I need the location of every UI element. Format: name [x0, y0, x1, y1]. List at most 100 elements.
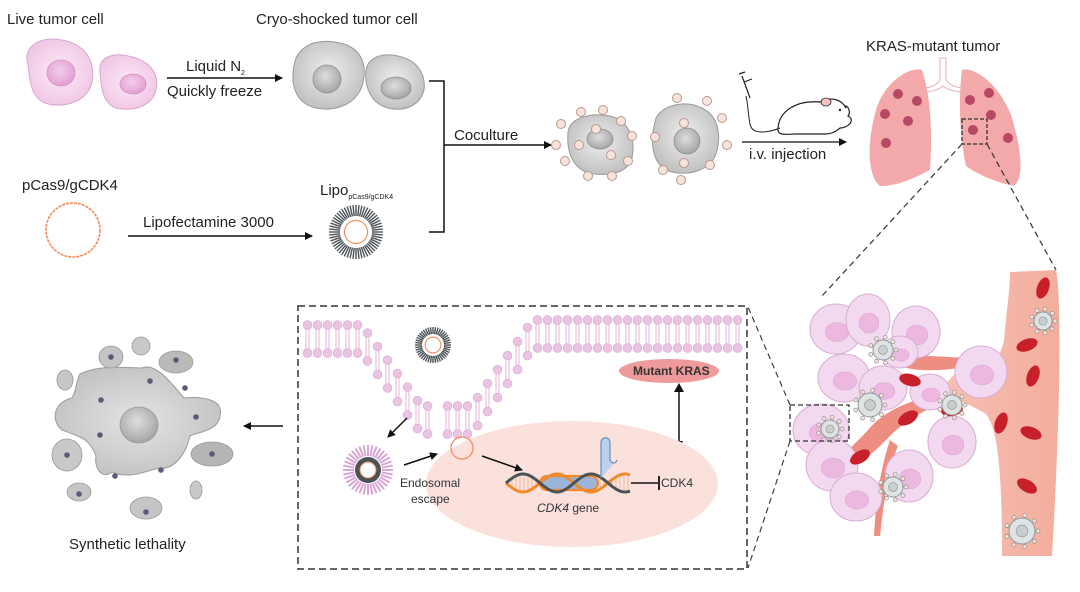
lipid-head: [412, 395, 423, 406]
attached-lipoplex: [860, 415, 865, 421]
attached-lipoplex: [1031, 538, 1037, 544]
lipid-head: [692, 315, 703, 325]
label-quickly-freeze: Quickly freeze: [167, 83, 263, 100]
lipid-tail: [415, 341, 423, 345]
lipid-tail: [418, 332, 426, 339]
lipid-head: [562, 343, 573, 353]
lipid-tail: [422, 353, 428, 361]
lipid-head: [482, 378, 493, 389]
attached-lipoplex: [962, 402, 968, 408]
zoom-line-left: [821, 143, 963, 297]
lipoplex-core: [423, 335, 443, 355]
apoptotic-body: [129, 496, 163, 520]
lipoplex: [329, 205, 383, 259]
label-kras-tumor: KRAS-mutant tumor: [866, 38, 1001, 55]
attached-lipoplex: [943, 391, 948, 397]
lipid-tail: [334, 214, 344, 223]
lipid-tail: [365, 210, 374, 220]
lipid-tail: [341, 245, 349, 256]
lipid-tail: [439, 352, 446, 360]
attached-lipoplex: [893, 347, 899, 353]
lipid-tail: [435, 355, 439, 363]
released-plasmid: [450, 436, 474, 460]
lipid-head: [542, 315, 553, 325]
endosome-lipid: [348, 478, 358, 487]
endosome-lipid: [354, 481, 362, 493]
lipid-head: [352, 348, 363, 358]
attached-lipoplex: [890, 339, 896, 344]
apoptotic-cell: [54, 366, 221, 476]
tumor-cell-nucleus: [921, 387, 941, 403]
lipid-tail: [370, 219, 381, 226]
lipid-head: [652, 343, 663, 353]
circulating-cryo-cells: [816, 306, 1058, 550]
attached-lipoplex: [676, 175, 686, 185]
tumor-nodule: [965, 95, 975, 105]
lipid-tail: [358, 247, 363, 259]
lipid-head: [632, 315, 643, 325]
label-endosomal: Endosomal: [400, 476, 461, 490]
lipid-head: [672, 343, 683, 353]
lipoplex-plasmid: [343, 219, 369, 245]
lipid-tail: [443, 341, 451, 345]
attached-lipoplex: [679, 158, 689, 168]
endosome-lipid: [380, 460, 392, 467]
tumor-nodules: [880, 88, 1013, 148]
label-liquid-n2: Liquid N2: [186, 58, 245, 77]
lipid-head: [632, 343, 643, 353]
label-lipo: LipopCas9/gCDK4: [320, 182, 393, 201]
lipid-head: [522, 350, 533, 361]
lipid-tail: [370, 238, 381, 245]
endosome-lipid: [351, 450, 360, 460]
lipid-tail: [369, 239, 380, 247]
lipid-tail: [443, 345, 451, 349]
attached-lipoplex: [598, 105, 608, 115]
endosome-lipid: [374, 447, 382, 459]
endosome-lipid: [358, 482, 365, 494]
attached-lipoplex: [816, 430, 822, 436]
attached-lipoplex: [1029, 314, 1035, 320]
attached-lipoplex: [943, 413, 948, 419]
fragment-dot: [97, 432, 103, 438]
endosome-plasmid: [359, 461, 377, 479]
lipid-head: [512, 364, 523, 375]
attached-lipoplex: [882, 402, 888, 408]
apoptotic-bodies: [51, 336, 234, 520]
lipid-head: [672, 315, 683, 325]
lipid-tail: [332, 217, 343, 225]
lipid-head: [712, 315, 723, 325]
attached-lipoplex: [1004, 523, 1010, 528]
lipid-head: [602, 315, 613, 325]
attached-lipoplex: [722, 140, 732, 150]
attached-lipoplex: [1034, 308, 1040, 313]
lipid-head: [402, 382, 413, 392]
lipid-tail: [336, 212, 346, 222]
zoom-box-lung: [961, 118, 988, 145]
lipid-tail: [441, 334, 449, 340]
endosome-lipid: [381, 471, 393, 476]
attached-lipoplex: [878, 489, 884, 494]
dna-strand-dark: [505, 472, 631, 494]
lipid-head: [372, 341, 383, 352]
attached-lipoplex: [892, 497, 898, 503]
tumor-cell-nucleus: [969, 364, 994, 386]
fragment-dot: [182, 385, 188, 391]
left-lung: [869, 69, 932, 186]
lipid-head: [472, 420, 483, 431]
attached-lipoplex: [1011, 542, 1017, 548]
lipid-tail: [424, 328, 430, 336]
attached-lipoplex: [903, 484, 909, 490]
endosome-lipid: [371, 446, 378, 458]
attached-lipoplex: [853, 397, 859, 403]
attached-lipoplex: [879, 393, 884, 398]
lipid-tail: [329, 233, 341, 236]
coculture-cell-2-nucleus: [673, 127, 701, 155]
lipid-head: [682, 343, 693, 353]
lipid-head: [372, 369, 383, 380]
attached-lipoplex: [627, 131, 637, 141]
tumor-cell-nucleus: [820, 457, 845, 479]
attached-lipoplex: [1031, 518, 1037, 524]
lipid-tail: [329, 225, 341, 230]
lipid-tail: [443, 347, 451, 351]
